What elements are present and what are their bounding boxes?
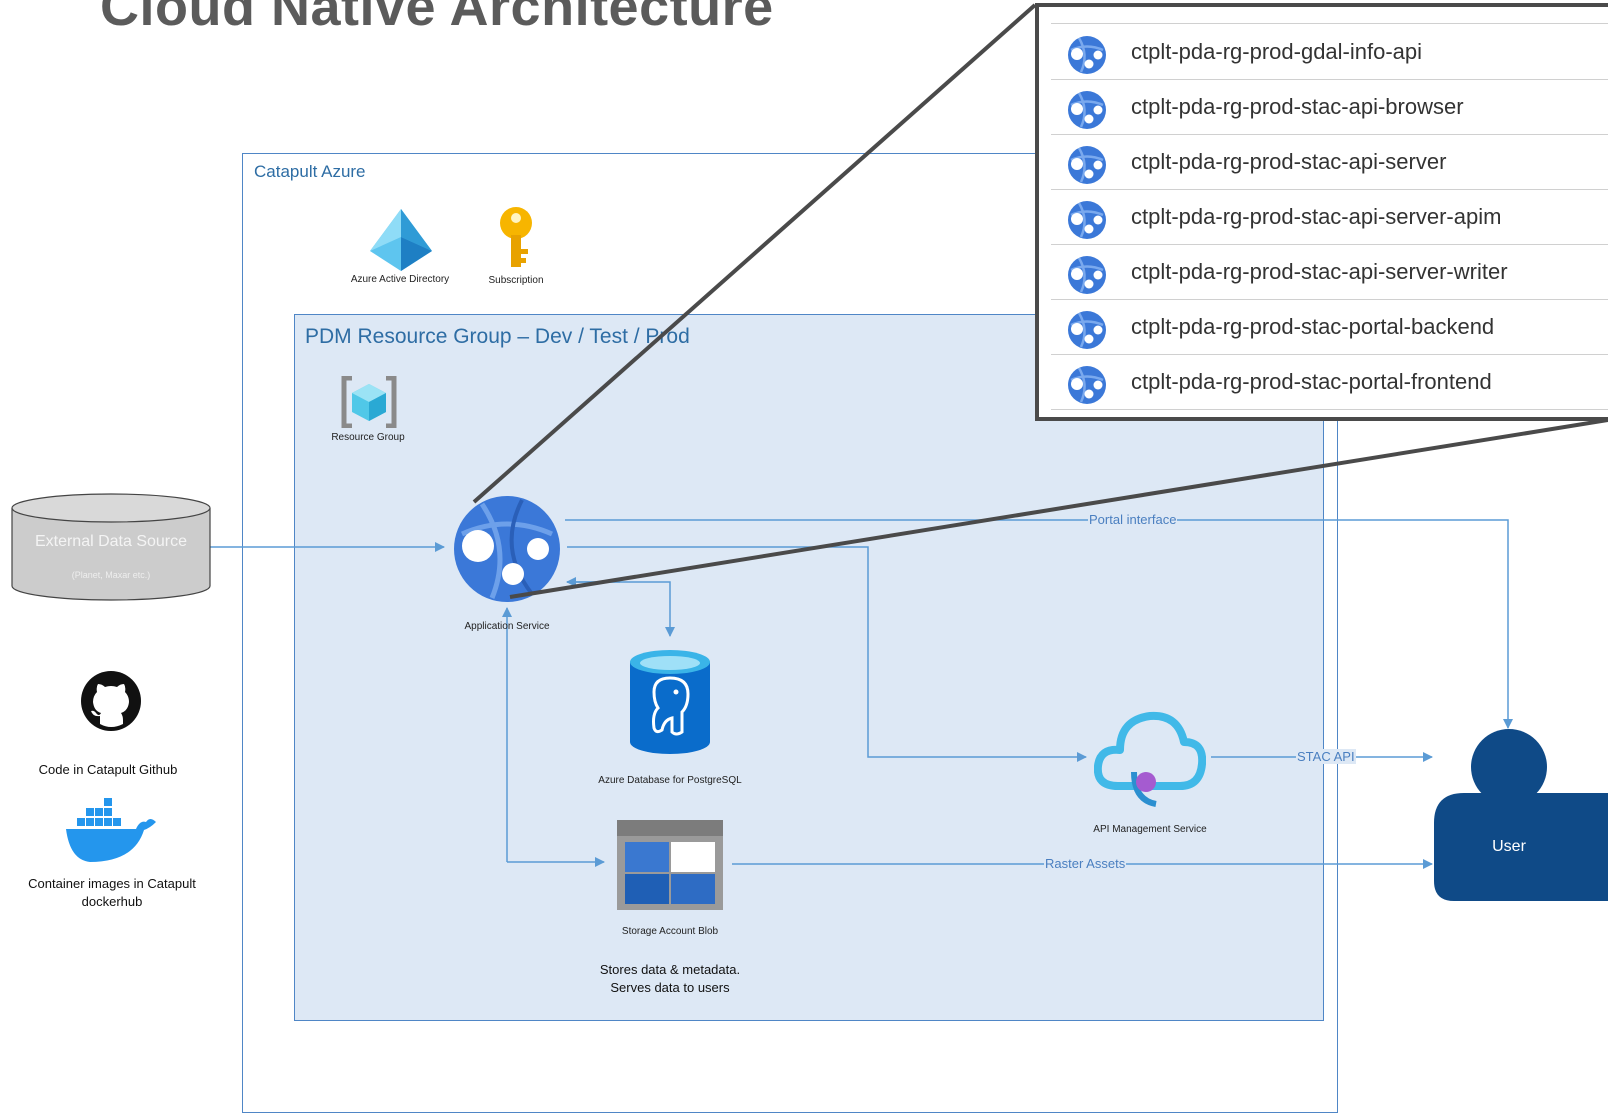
aad-label: Azure Active Directory xyxy=(350,274,450,285)
resource-group-title: PDM Resource Group – Dev / Test / Prod xyxy=(305,325,690,348)
postgresql-label: Azure Database for PostgreSQL xyxy=(598,775,742,786)
app-to-apim-edge xyxy=(567,546,1087,762)
app-service-name: ctplt-pda-rg-prod-stac-portal-backend xyxy=(1131,314,1495,339)
raster-assets-label: Raster Assets xyxy=(1044,856,1127,871)
external-data-source-label: External Data Source xyxy=(34,533,188,550)
app-service-icon xyxy=(1067,90,1107,130)
app-service-label: Application Service xyxy=(464,621,550,632)
app-services-zoom-panel: ctplt-pda-rg-prod-gdal-info-api ctplt-pda… xyxy=(1035,3,1608,421)
app-service-icon xyxy=(1067,200,1107,240)
github-icon xyxy=(81,671,141,731)
github-label: Code in Catapult Github xyxy=(38,762,178,777)
key-icon xyxy=(500,207,532,267)
docker-label-line2: dockerhub xyxy=(81,894,143,909)
external-data-source-sublabel: (Planet, Maxar etc.) xyxy=(71,570,151,580)
storage-note-line2: Serves data to users xyxy=(610,980,730,995)
api-management-icon xyxy=(1094,711,1206,807)
app-service-list-item[interactable]: ctplt-pda-rg-prod-gdal-info-api xyxy=(1051,25,1608,80)
zoom-callout-lines xyxy=(472,3,1608,599)
app-service-name: ctplt-pda-rg-prod-stac-portal-frontend xyxy=(1131,369,1492,394)
storage-blob-icon xyxy=(617,820,723,910)
user-icon xyxy=(1434,729,1608,901)
app-service-icon xyxy=(1067,365,1107,405)
external-data-source-icon xyxy=(11,493,211,601)
portal-edge xyxy=(565,519,1513,729)
catapult-azure-label: Catapult Azure xyxy=(254,162,366,181)
app-service-name: ctplt-pda-rg-prod-stac-api-server-writer xyxy=(1131,259,1508,284)
app-service-list-item[interactable]: ctplt-pda-rg-prod-stac-portal-backend xyxy=(1051,300,1608,355)
azure-active-directory-icon xyxy=(370,209,432,271)
app-service-name: ctplt-pda-rg-prod-gdal-info-api xyxy=(1131,39,1423,64)
app-service-list-item[interactable]: ctplt-pda-rg-prod-stac-portal-frontend xyxy=(1051,355,1608,410)
docker-label-line1: Container images in Catapult xyxy=(28,876,196,891)
resource-group-icon xyxy=(341,376,397,428)
app-service-name: ctplt-pda-rg-prod-stac-api-server-apim xyxy=(1131,204,1502,229)
app-service-list-item[interactable]: ctplt-pda-rg-prod-stac-api-browser xyxy=(1051,80,1608,135)
app-service-icon xyxy=(1067,35,1107,75)
app-service-icon xyxy=(1067,145,1107,185)
zoom-top-divider xyxy=(1051,23,1608,24)
app-service-list-item[interactable]: ctplt-pda-rg-prod-stac-api-server-apim xyxy=(1051,190,1608,245)
resource-group-icon-label: Resource Group xyxy=(331,432,405,443)
app-service-list-item[interactable]: ctplt-pda-rg-prod-stac-api-server xyxy=(1051,135,1608,190)
docker-icon xyxy=(66,798,156,862)
app-service-icon xyxy=(1067,255,1107,295)
api-management-label: API Management Service xyxy=(1093,824,1207,835)
storage-note-line1: Stores data & metadata. xyxy=(599,962,741,977)
app-service-list-item[interactable]: ctplt-pda-rg-prod-stac-api-server-writer xyxy=(1051,245,1608,300)
user-label: User xyxy=(1492,838,1526,855)
pdm-resource-group xyxy=(294,314,1324,1021)
portal-interface-label: Portal interface xyxy=(1088,512,1178,527)
page-title: Cloud Native Architecture xyxy=(100,0,774,37)
app-service-name: ctplt-pda-rg-prod-stac-api-server xyxy=(1131,149,1447,174)
app-service-name: ctplt-pda-rg-prod-stac-api-browser xyxy=(1131,94,1464,119)
subscription-label: Subscription xyxy=(488,275,544,286)
storage-blob-label: Storage Account Blob xyxy=(621,926,719,937)
app-service-icon xyxy=(1067,310,1107,350)
postgresql-icon xyxy=(630,650,710,754)
stac-api-label: STAC API xyxy=(1296,749,1356,764)
app-service-icon xyxy=(454,496,560,602)
